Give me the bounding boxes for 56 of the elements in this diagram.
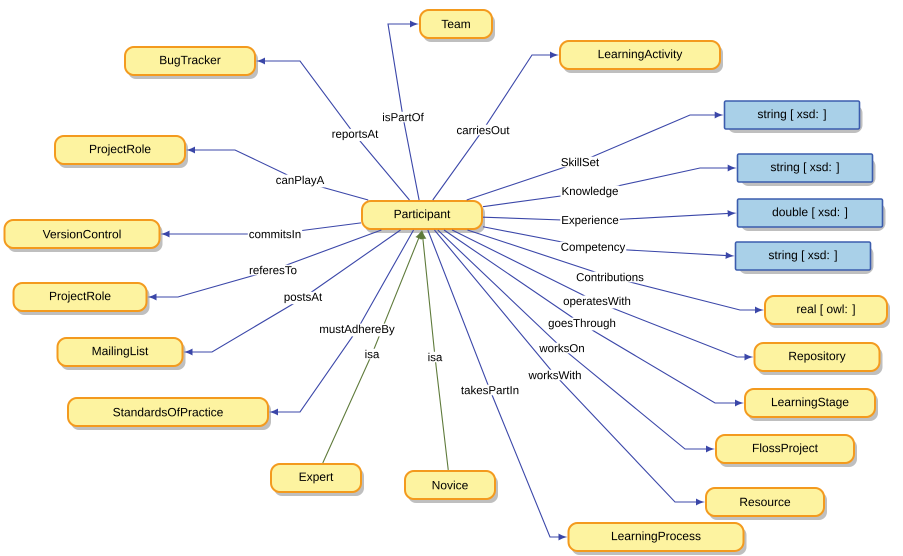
class-box: Repository: [754, 342, 880, 372]
class-box: LearningStage: [744, 388, 876, 418]
class-box: LearningActivity: [559, 40, 721, 70]
edge-label: Knowledge: [560, 186, 620, 198]
edge-label: isPartOf: [381, 112, 425, 122]
edge-label: reportsAt: [330, 128, 380, 142]
arrow: [420, 232, 449, 470]
edge-label: Competency: [560, 242, 626, 254]
edge-label: Contributions: [575, 272, 645, 282]
edge-label: takesPartIn: [460, 384, 520, 396]
datatype-box: string [ xsd: ]: [724, 100, 860, 130]
arrow: [437, 230, 714, 452]
datatype-box: string [ xsd: ]: [736, 153, 874, 183]
arrow: [434, 230, 704, 506]
edge-label: SkillSet: [560, 156, 600, 168]
class-box: real [ owl: ]: [764, 295, 888, 325]
edge-label: isa: [364, 348, 380, 360]
datatype-box: double [ xsd: ]: [736, 198, 884, 228]
edge-label: worksWith: [527, 370, 583, 380]
edge-label: postsAt: [282, 292, 324, 304]
edge-label: commitsIn: [248, 228, 302, 240]
class-box: FlossProject: [715, 434, 855, 464]
edge-label: goesThrough: [547, 318, 617, 330]
edge-label: canPlayA: [274, 174, 326, 188]
class-box: ProjectRole: [12, 282, 148, 312]
class-box: MailingList: [56, 337, 184, 367]
arrow: [185, 230, 401, 356]
class-box: LearningProcess: [568, 522, 744, 552]
arrow: [452, 230, 752, 360]
edge-label: Experience: [560, 214, 620, 228]
edge-label: operatesWith: [562, 296, 632, 308]
arrow: [432, 52, 558, 200]
class-box: Participant: [361, 200, 483, 230]
arrow: [466, 112, 722, 201]
arrow: [149, 229, 382, 300]
edge-label: worksOn: [538, 342, 586, 354]
class-box: ProjectRole: [54, 135, 186, 165]
edge-label: mustAdhereBy: [318, 324, 396, 336]
edge-label: isa: [426, 352, 444, 362]
edge-label: referesTo: [248, 264, 298, 276]
class-box: Team: [419, 9, 493, 39]
arrow: [258, 58, 410, 200]
arrow: [467, 229, 762, 314]
arrow: [322, 231, 422, 464]
class-box: VersionControl: [4, 219, 160, 249]
edge-label: carriesOut: [455, 124, 511, 136]
class-box: Expert: [270, 463, 362, 493]
arrow: [444, 230, 742, 406]
arrow: [387, 20, 420, 200]
class-box: BugTracker: [124, 46, 256, 76]
class-box: Resource: [705, 487, 825, 517]
arrow: [427, 230, 566, 540]
class-box: StandardsOfPractice: [67, 397, 269, 427]
datatype-box: string [ xsd: ]: [734, 241, 872, 271]
arrow: [270, 230, 414, 416]
class-box: Novice: [404, 470, 496, 500]
